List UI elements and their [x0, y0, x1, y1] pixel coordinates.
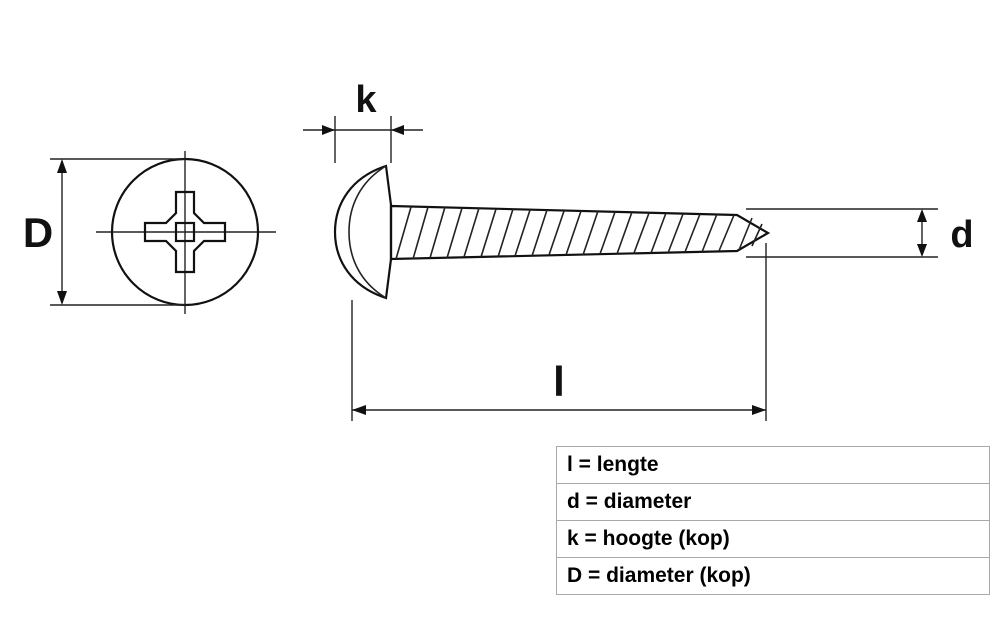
dimension-d: d — [746, 208, 974, 258]
legend-row-D: D = diameter (kop) — [556, 557, 990, 595]
legend-row: d = diameter — [556, 483, 990, 521]
screw-shank-outline — [389, 204, 771, 261]
arrowhead-up — [917, 209, 927, 222]
arrowhead-right — [752, 405, 766, 415]
dim-label-k: k — [355, 79, 377, 121]
dimension-k: k — [303, 79, 423, 163]
screw-head-profile — [333, 164, 393, 300]
front-view-head — [96, 151, 276, 314]
phillips-recess-outline — [143, 190, 227, 274]
legend-row: k = hoogte (kop) — [556, 520, 990, 558]
legend-row-k: k = hoogte (kop) — [556, 520, 990, 558]
arrowhead-left — [352, 405, 366, 415]
arrowhead-down — [57, 291, 67, 305]
screw-diagram-svg: D — [23, 79, 974, 421]
head-dome-line — [348, 165, 387, 299]
legend-row-d: d = diameter — [556, 483, 990, 521]
arrowhead-left — [391, 125, 404, 135]
arrowhead-up — [57, 159, 67, 173]
thread-lines — [395, 206, 763, 260]
dim-label-l: l — [553, 358, 565, 405]
arrowhead-right — [322, 125, 335, 135]
dim-label-d: d — [950, 214, 973, 256]
side-view-screw — [333, 164, 771, 300]
dim-label-D: D — [23, 209, 53, 256]
dimension-l: l — [351, 243, 767, 421]
legend-row: D = diameter (kop) — [556, 557, 990, 595]
dimension-D: D — [23, 158, 186, 306]
phillips-center-square — [174, 221, 196, 243]
arrowhead-down — [917, 244, 927, 257]
legend-row: l = lengte — [556, 446, 990, 484]
legend-row-l: l = lengte — [556, 446, 990, 484]
legend-table: l = lengte d = diameter k = hoogte (kop)… — [556, 446, 990, 595]
